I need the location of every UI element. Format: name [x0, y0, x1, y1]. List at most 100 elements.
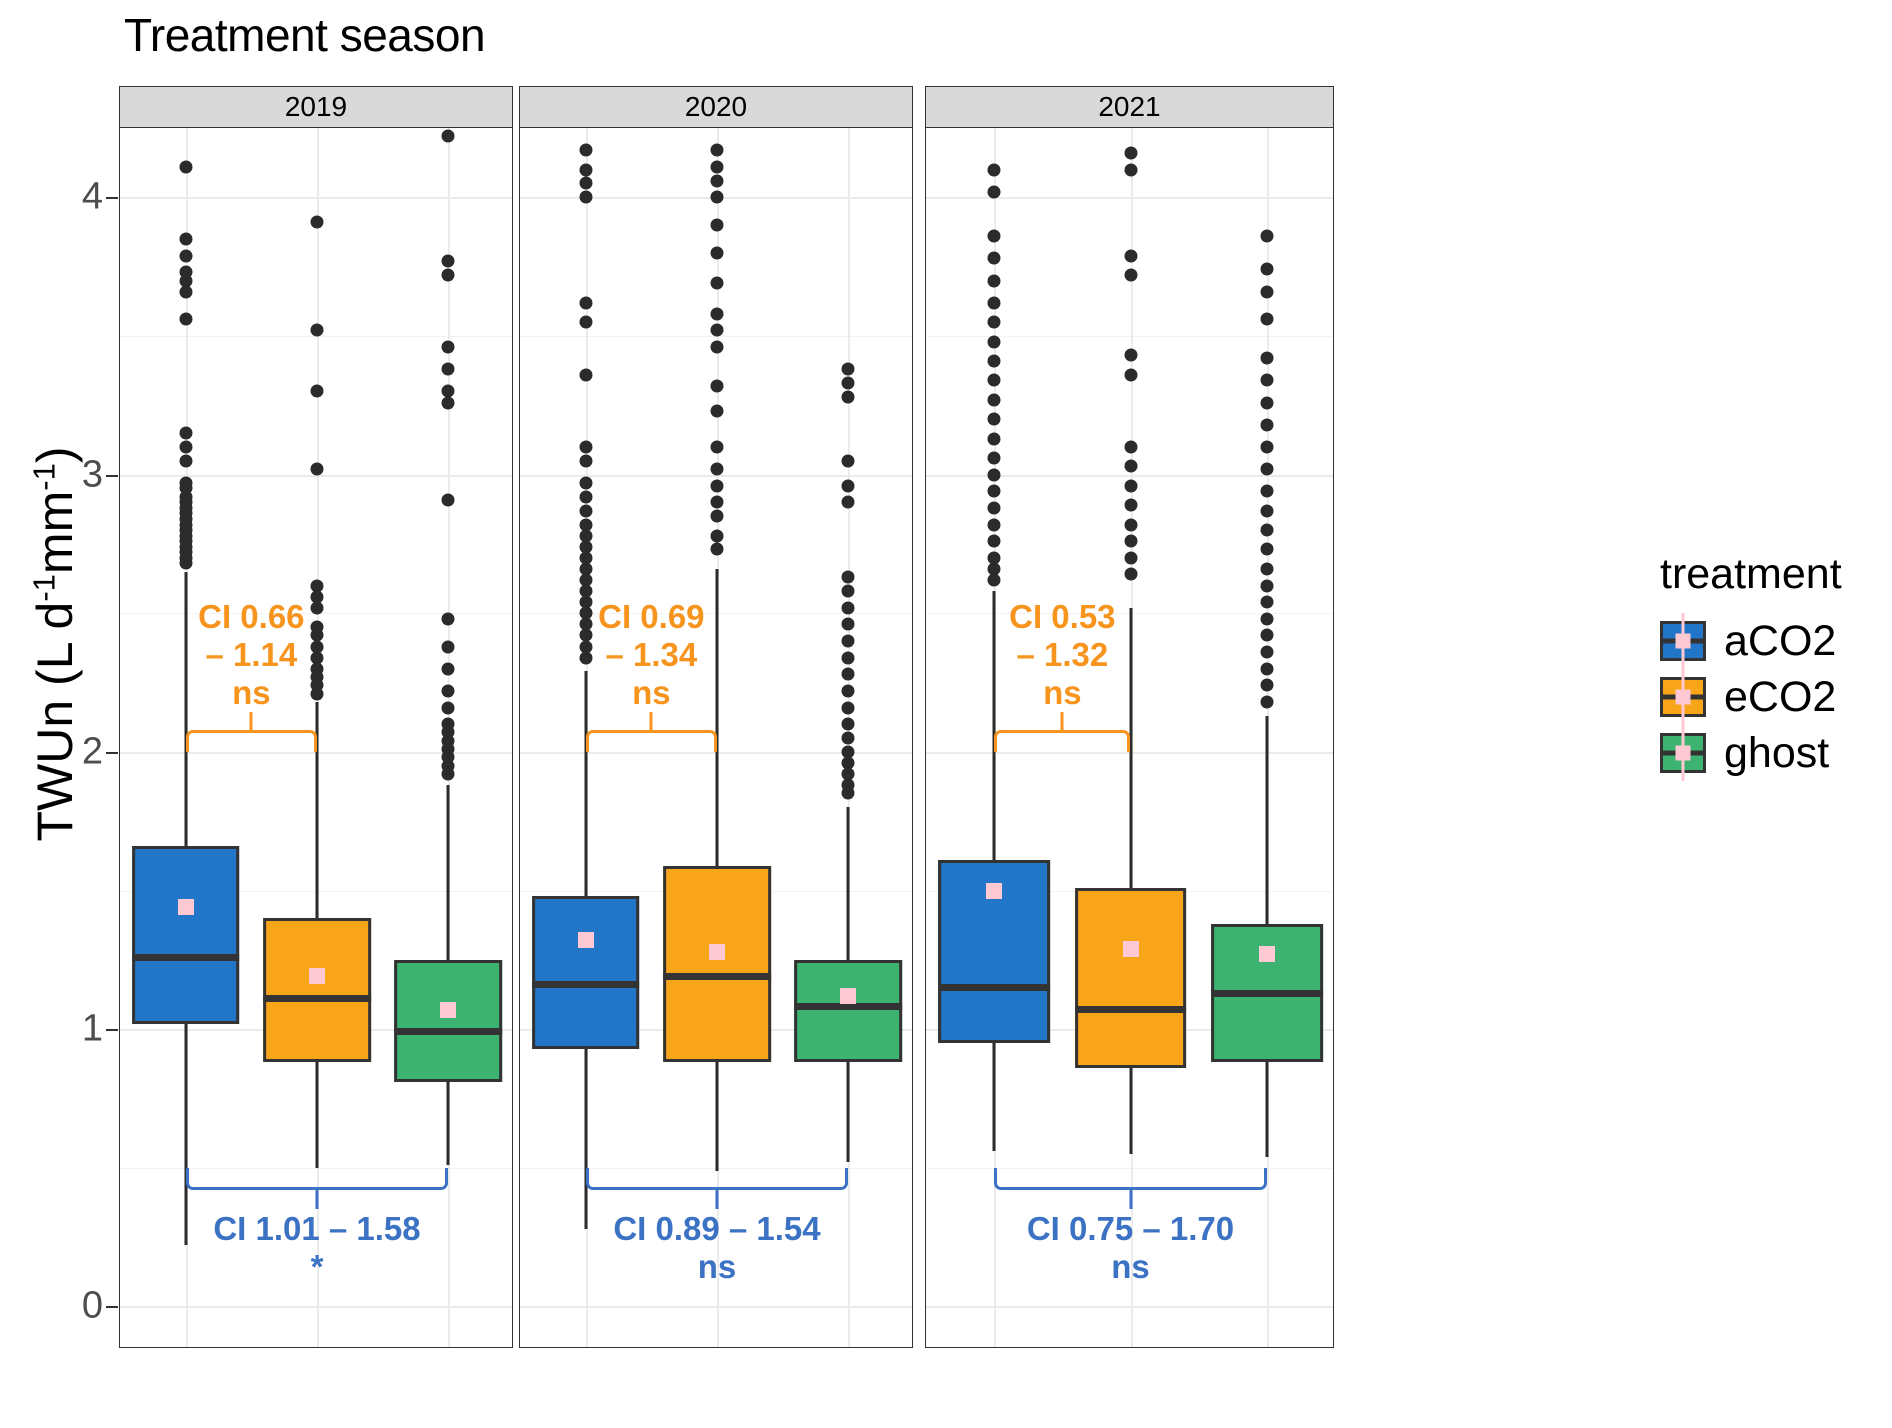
outlier-point [1260, 542, 1274, 556]
legend-key-mean-marker [1675, 689, 1691, 705]
outlier-point [1260, 484, 1274, 498]
outlier-point [441, 493, 455, 507]
outlier-point [441, 362, 455, 376]
gridline-major [520, 1306, 912, 1309]
outlier-point [441, 340, 455, 354]
outlier-point [710, 340, 724, 354]
boxplot-median [1210, 989, 1323, 997]
outlier-point [841, 767, 855, 781]
outlier-point [710, 529, 724, 543]
outlier-point [841, 479, 855, 493]
outlier-point [1260, 628, 1274, 642]
outlier-point [579, 143, 593, 157]
outlier-point [179, 556, 193, 570]
outlier-point [579, 529, 593, 543]
legend-key-swatch [1660, 725, 1706, 781]
outlier-point [579, 606, 593, 620]
boxplot-box-aCO2 [131, 846, 240, 1024]
outlier-point [579, 176, 593, 190]
y-axis-title-text: TWUn (L d-1mm-1) [26, 446, 83, 842]
outlier-point [710, 479, 724, 493]
outlier-point [579, 504, 593, 518]
outlier-point [987, 393, 1001, 407]
outlier-point [179, 249, 193, 263]
outlier-point [1260, 285, 1274, 299]
boxplot-mean-marker [709, 943, 725, 960]
outlier-point [710, 440, 724, 454]
page-title: Treatment season [124, 9, 486, 61]
outlier-point [179, 440, 193, 454]
outlier-point [579, 573, 593, 587]
outlier-point [579, 315, 593, 329]
outlier-point [841, 717, 855, 731]
annotation-bracket [185, 1167, 449, 1190]
boxplot-mean-marker [577, 932, 594, 949]
boxplot-median [663, 972, 771, 980]
outlier-point [841, 684, 855, 698]
gridline-major [120, 197, 512, 200]
outlier-point [579, 490, 593, 504]
annotation-label: CI 0.75 – 1.70 ns [1026, 1209, 1235, 1285]
annotation-label: CI 0.53 – 1.32 ns [1009, 597, 1116, 711]
outlier-point [710, 218, 724, 232]
y-tick-label: 0 [81, 1284, 103, 1327]
gridline-minor [926, 335, 1333, 337]
outlier-point [441, 662, 455, 676]
outlier-point [841, 651, 855, 665]
outlier-point [179, 160, 193, 174]
outlier-point [310, 601, 324, 615]
outlier-point [987, 501, 1001, 515]
outlier-point [710, 246, 724, 260]
boxplot-median [394, 1028, 503, 1036]
annotation-bracket-stem [1129, 1189, 1132, 1209]
outlier-point [579, 595, 593, 609]
annotation-label: CI 1.01 – 1.58 * [213, 1209, 421, 1285]
legend-key-mean-marker [1675, 745, 1691, 761]
outlier-point [1124, 518, 1137, 531]
outlier-point [441, 701, 455, 714]
legend-item-eCO2[interactable]: eCO2 [1660, 669, 1890, 725]
outlier-point [710, 276, 724, 290]
annotation-bracket-stem [649, 711, 653, 731]
legend-item-ghost[interactable]: ghost [1660, 725, 1890, 781]
boxplot-mean-marker [177, 899, 194, 916]
outlier-point [841, 390, 855, 404]
boxplot-mean-marker [1122, 940, 1139, 957]
outlier-point [987, 296, 1001, 310]
outlier-point [710, 190, 724, 204]
boxplot-box-eCO2 [663, 865, 771, 1063]
outlier-point [1260, 612, 1274, 626]
outlier-point [987, 229, 1001, 243]
outlier-point [841, 454, 855, 468]
outlier-point [987, 451, 1001, 465]
annotation-bracket [994, 729, 1131, 752]
outlier-point [710, 379, 724, 393]
outlier-point [987, 274, 1001, 287]
outlier-point [987, 518, 1001, 531]
outlier-point [987, 373, 1001, 387]
legend-item-aCO2[interactable]: aCO2 [1660, 613, 1890, 669]
outlier-point [441, 254, 455, 268]
outlier-point [579, 584, 593, 598]
boxplot-median [131, 953, 240, 961]
outlier-point [310, 384, 324, 398]
gridline-major [120, 474, 512, 477]
outlier-point [310, 687, 324, 701]
outlier-point [987, 573, 1001, 587]
outlier-point [710, 174, 724, 188]
outlier-point [579, 651, 593, 665]
boxplot-box-eCO2 [1074, 887, 1187, 1068]
y-tick-mark [106, 1306, 118, 1309]
outlier-point [710, 542, 724, 556]
facet-strip-label: 2019 [119, 86, 513, 128]
outlier-point [841, 786, 855, 800]
outlier-point [987, 412, 1001, 426]
outlier-point [1260, 351, 1274, 365]
outlier-point [1124, 268, 1137, 282]
outlier-point [579, 440, 593, 454]
outlier-point [441, 767, 455, 781]
boxplot-median [938, 984, 1051, 992]
